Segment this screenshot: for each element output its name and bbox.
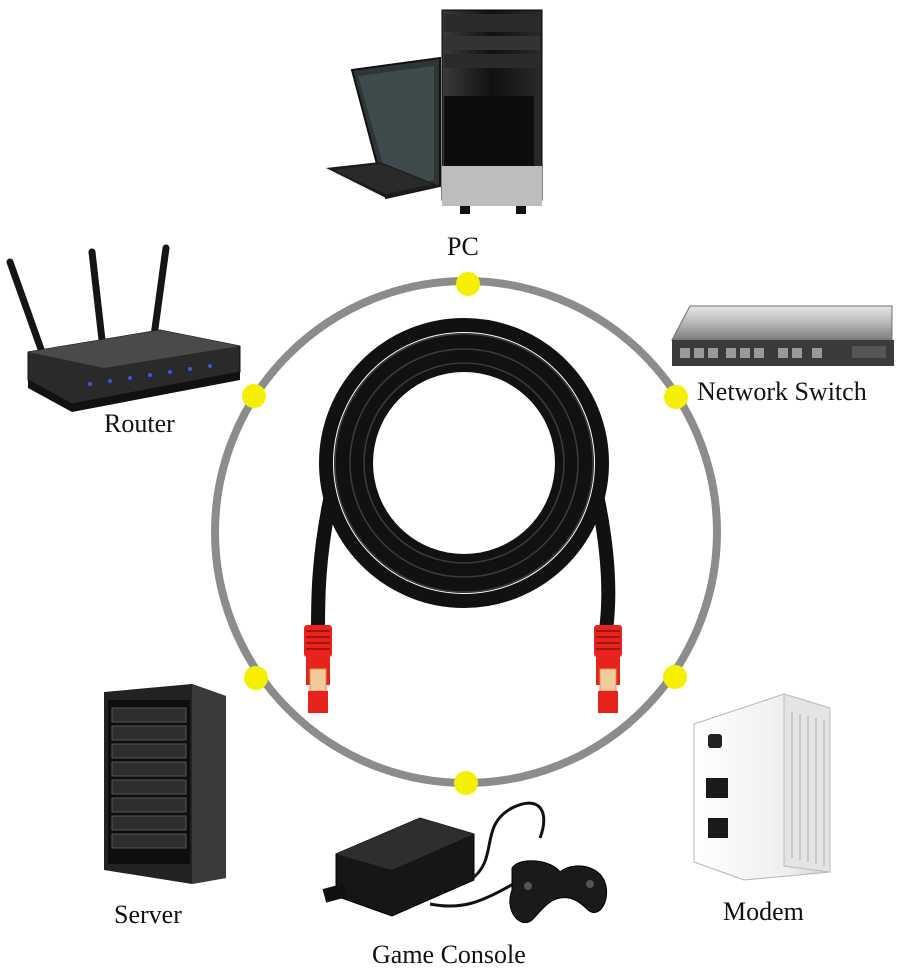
label-network-switch: Network Switch — [697, 377, 867, 406]
label-modem: Modem — [723, 897, 804, 926]
desktop-computer-icon — [326, 9, 543, 214]
label-pc: PC — [447, 232, 479, 261]
modem-icon — [693, 693, 831, 881]
network-switch-icon — [671, 305, 894, 366]
ethernet-cable-icon — [304, 318, 622, 713]
node-dot-console — [454, 771, 478, 795]
node-dot-pc — [456, 272, 480, 296]
label-server: Server — [114, 900, 182, 929]
wifi-router-icon — [6, 244, 241, 412]
ring-nodes — [242, 272, 688, 795]
node-dot-modem — [663, 665, 687, 689]
server-rack-icon — [104, 684, 226, 884]
node-dot-switch — [664, 385, 688, 409]
game-console-icon — [322, 801, 608, 923]
node-dot-server — [244, 666, 268, 690]
node-dot-router — [242, 384, 266, 408]
label-router: Router — [104, 409, 175, 438]
label-game-console: Game Console — [372, 940, 526, 969]
